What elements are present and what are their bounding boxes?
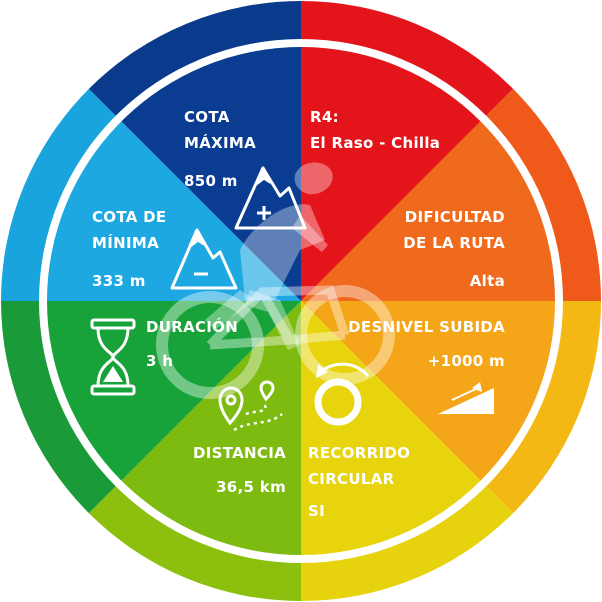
cota-maxima-stat: COTA MÁXIMA 850 m bbox=[184, 104, 256, 194]
distancia-stat: DISTANCIA 36,5 km bbox=[193, 440, 286, 500]
cota-maxima-label-1: COTA bbox=[184, 108, 230, 126]
circular-arrow-icon bbox=[314, 362, 370, 426]
recorrido-stat: RECORRIDO CIRCULAR SI bbox=[308, 440, 410, 524]
slope-icon bbox=[438, 382, 494, 414]
dificultad-label-1: DIFICULTAD bbox=[404, 208, 505, 226]
mountain-plus-icon bbox=[234, 166, 307, 230]
route-name: El Raso - Chilla bbox=[310, 134, 441, 152]
cota-minima-value: 333 m bbox=[92, 272, 146, 290]
dificultad-label-2: DE LA RUTA bbox=[403, 234, 505, 252]
route-title: R4: El Raso - Chilla bbox=[310, 104, 440, 156]
cota-minima-stat: COTA DE MÍNIMA 333 m bbox=[92, 204, 166, 294]
dificultad-value: Alta bbox=[469, 272, 505, 290]
desnivel-stat: DESNIVEL SUBIDA +1000 m bbox=[348, 314, 505, 374]
cota-minima-label-2: MÍNIMA bbox=[92, 234, 159, 252]
hourglass-icon bbox=[90, 318, 136, 396]
cota-maxima-label-2: MÁXIMA bbox=[184, 134, 257, 152]
mountain-minus-icon bbox=[170, 228, 238, 290]
cota-minima-label-1: COTA DE bbox=[92, 208, 167, 226]
duracion-label: DURACIÓN bbox=[146, 318, 239, 336]
cyclist-icon bbox=[156, 162, 395, 399]
recorrido-label-2: CIRCULAR bbox=[308, 470, 395, 488]
recorrido-label-1: RECORRIDO bbox=[308, 444, 411, 462]
distancia-label: DISTANCIA bbox=[193, 444, 286, 462]
distancia-value: 36,5 km bbox=[216, 478, 286, 496]
recorrido-value: SI bbox=[308, 502, 325, 520]
dificultad-stat: DIFICULTAD DE LA RUTA Alta bbox=[403, 204, 505, 294]
desnivel-value: +1000 m bbox=[427, 352, 505, 370]
duracion-stat: DURACIÓN 3 h bbox=[146, 314, 238, 374]
inner-sectors bbox=[47, 47, 555, 555]
cota-maxima-value: 850 m bbox=[184, 172, 238, 190]
route-code: R4: bbox=[310, 108, 339, 126]
map-pin-route-icon bbox=[218, 380, 283, 432]
duracion-value: 3 h bbox=[146, 352, 174, 370]
desnivel-label: DESNIVEL SUBIDA bbox=[348, 318, 505, 336]
